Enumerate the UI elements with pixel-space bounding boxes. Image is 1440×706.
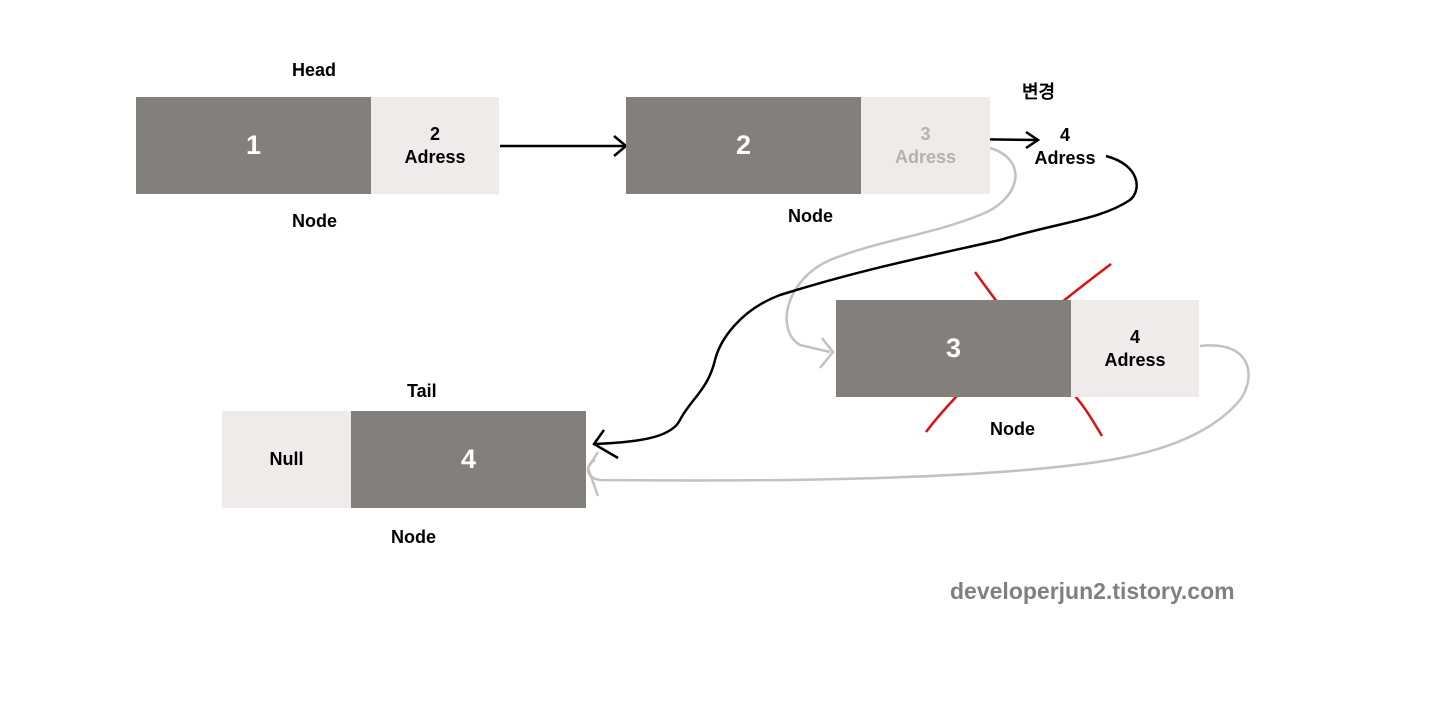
- node-2-new-pointer-num: 4: [1059, 125, 1070, 145]
- head-label: Head: [292, 60, 337, 80]
- pointer-change-arrow-head: [1025, 130, 1041, 150]
- node-3-pointer: 4 Adress: [1071, 300, 1199, 397]
- new-link-2-to-4-head: [592, 429, 619, 460]
- node-2-old-pointer-num: 3: [920, 123, 931, 144]
- node-4-caption: Node: [391, 527, 436, 547]
- node-4-pointer: Null: [222, 411, 351, 508]
- node-3-pointer-num: 4: [1129, 326, 1140, 347]
- node-1-value: 1: [136, 97, 371, 194]
- node-3-value: 3: [836, 300, 1071, 397]
- tail-label: Tail: [407, 381, 437, 401]
- node-1-caption: Node: [292, 211, 337, 231]
- node-2-new-pointer-text: Adress: [1034, 148, 1096, 168]
- watermark: developerjun2.tistory.com: [950, 578, 1235, 604]
- node-1-pointer-num: 2: [429, 123, 440, 144]
- node-1-pointer-text: Adress: [404, 146, 466, 167]
- node-2-new-pointer: 4 Adress: [1030, 124, 1100, 170]
- node-3-pointer-text: Adress: [1104, 349, 1166, 370]
- node-1-pointer: 2 Adress: [371, 97, 499, 194]
- node-3-caption: Node: [990, 419, 1035, 439]
- new-link-2-to-4: [595, 154, 1138, 446]
- node-4-value: 4: [351, 411, 586, 508]
- node-2-value: 2: [626, 97, 861, 194]
- node-2-caption: Node: [788, 206, 833, 226]
- old-link-2-to-3-head: [819, 337, 835, 369]
- node-2-pointer: 3 Adress: [861, 97, 990, 194]
- old-link-3-to-4: [586, 344, 1250, 482]
- changed-label: 변경: [1022, 82, 1056, 102]
- node-2-old-pointer-text: Adress: [894, 146, 957, 167]
- old-link-3-to-4-head: [586, 451, 600, 497]
- old-link-2-to-3: [785, 146, 1017, 354]
